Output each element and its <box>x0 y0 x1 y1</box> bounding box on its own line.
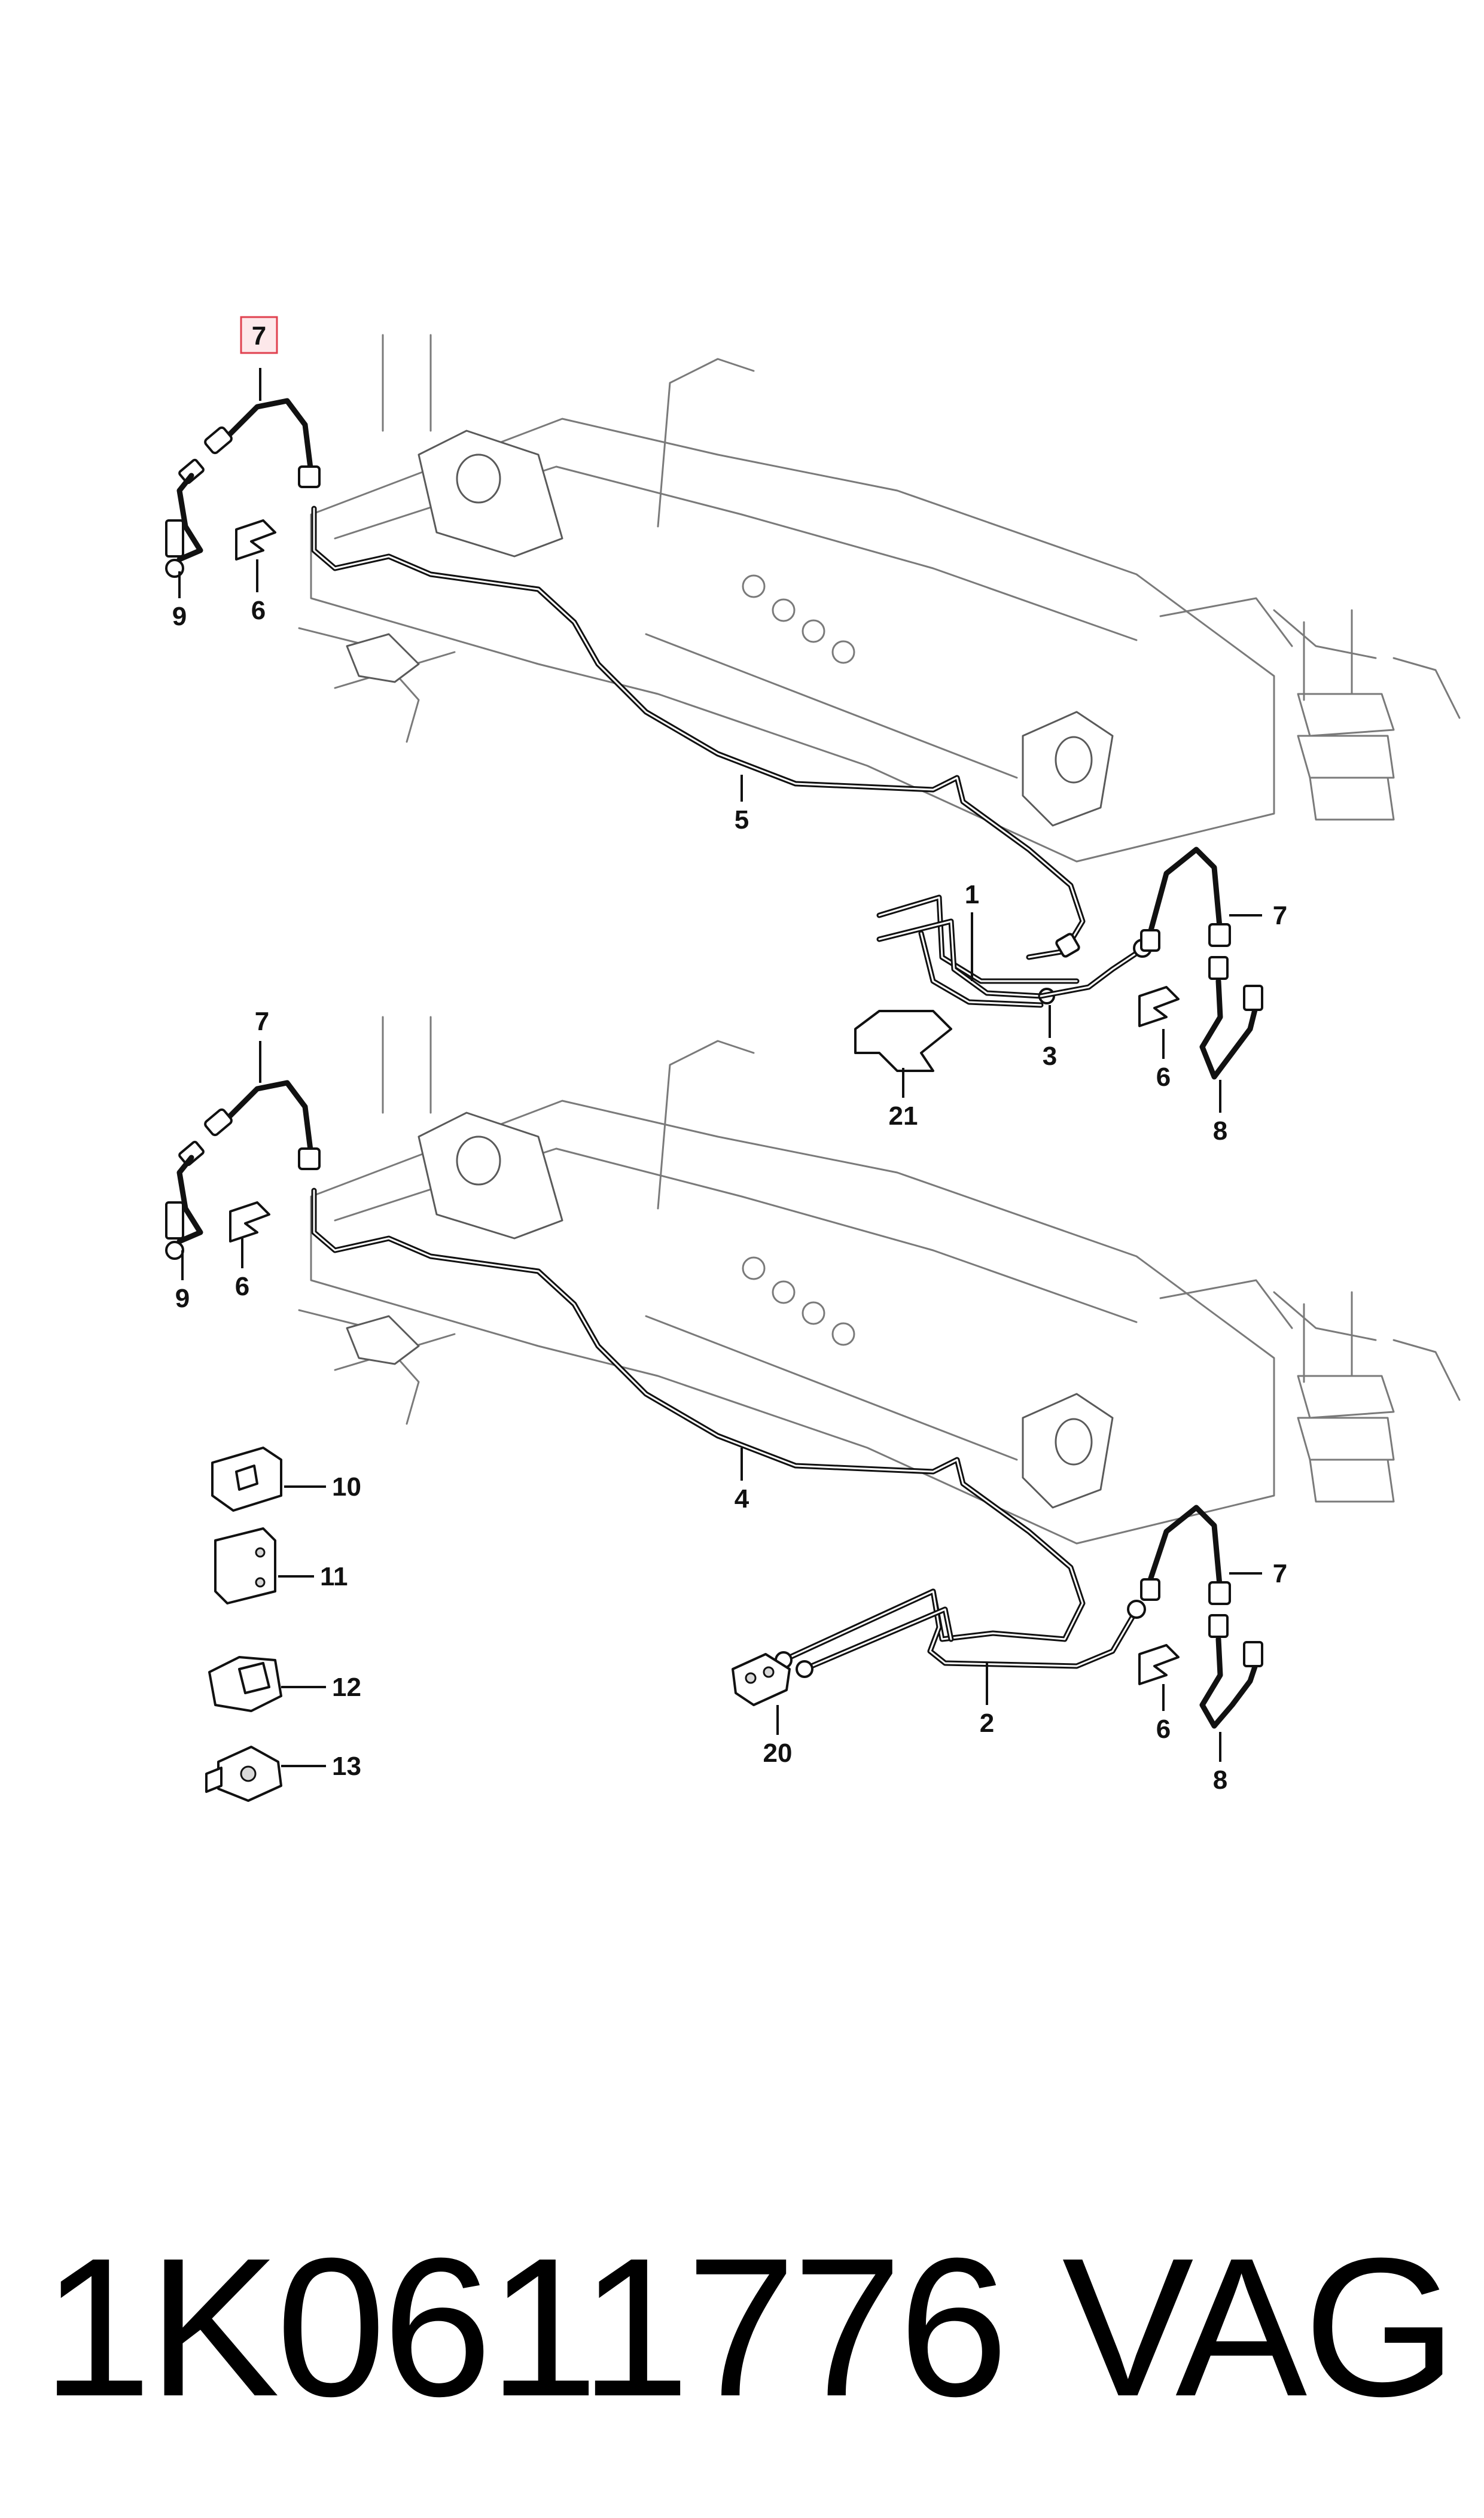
bottom-callout-6-right: 6 <box>1156 1715 1171 1744</box>
part-20-bracket <box>732 1653 791 1706</box>
brake-hose-7-right-bottom <box>1140 1505 1263 1729</box>
brand-name: VAG <box>1062 2216 1457 2437</box>
brake-hose-7-left <box>165 398 321 578</box>
bottom-callout-4: 4 <box>735 1484 749 1514</box>
bottom-leader-lines <box>181 1041 1262 1767</box>
footer: 1K0611776 VAG <box>42 2208 1457 2447</box>
part-13-holder <box>205 1746 282 1802</box>
top-callout-1: 1 <box>965 880 979 909</box>
part-21-clip <box>854 1010 952 1072</box>
top-assembly: 7 9 6 5 1 7 3 6 21 8 <box>165 316 1461 1146</box>
brake-pipe-2 <box>775 1588 1146 1678</box>
top-callout-9: 9 <box>172 602 187 631</box>
clip-6-bottom-right <box>1138 1644 1180 1685</box>
brake-hose-7-left-bottom <box>165 1080 321 1260</box>
top-callout-6-left: 6 <box>251 596 266 625</box>
bottom-axle-outline <box>298 1016 1461 1545</box>
bottom-callout-20: 20 <box>763 1738 793 1768</box>
bottom-callout-10: 10 <box>332 1472 361 1502</box>
top-axle-outline <box>298 334 1461 863</box>
brake-pipe-3 <box>1038 939 1152 999</box>
part-12-holder <box>208 1656 282 1712</box>
top-callout-7-right: 7 <box>1273 901 1287 930</box>
clip-6-bottom-left <box>229 1201 270 1243</box>
brake-pipe-5 <box>311 506 1086 960</box>
bottom-callout-13: 13 <box>332 1752 361 1781</box>
part-11-holder <box>214 1527 276 1604</box>
brake-hose-7-right <box>1140 847 1263 1080</box>
top-callout-5: 5 <box>735 805 749 835</box>
bottom-callout-8: 8 <box>1213 1765 1227 1795</box>
bottom-callout-9: 9 <box>175 1284 190 1313</box>
bottom-callout-12: 12 <box>332 1673 361 1702</box>
top-callout-3: 3 <box>1043 1042 1057 1071</box>
top-callout-21: 21 <box>889 1101 918 1131</box>
bottom-assembly: 7 9 6 4 10 11 12 13 7 2 6 20 8 <box>165 1007 1461 1802</box>
part-number: 1K0611776 <box>42 2216 1008 2437</box>
brake-pipe-4 <box>311 1188 1086 1642</box>
brake-pipe-1 <box>876 894 1080 1008</box>
clip-6-top-left <box>235 519 276 561</box>
callout-7-highlight <box>240 316 278 354</box>
bottom-callout-11: 11 <box>320 1562 348 1591</box>
top-callout-6-right: 6 <box>1156 1062 1171 1092</box>
top-callout-8: 8 <box>1213 1116 1227 1146</box>
bottom-callout-7-right: 7 <box>1273 1559 1287 1588</box>
top-leader-lines <box>178 368 1262 1113</box>
bottom-callout-7-left: 7 <box>255 1007 269 1036</box>
bottom-callout-6-left: 6 <box>235 1272 249 1301</box>
bottom-callout-2: 2 <box>980 1709 994 1738</box>
clip-6-top-right <box>1138 986 1180 1027</box>
part-10-holder <box>211 1447 282 1512</box>
top-callout-7-left: 7 <box>252 321 266 351</box>
